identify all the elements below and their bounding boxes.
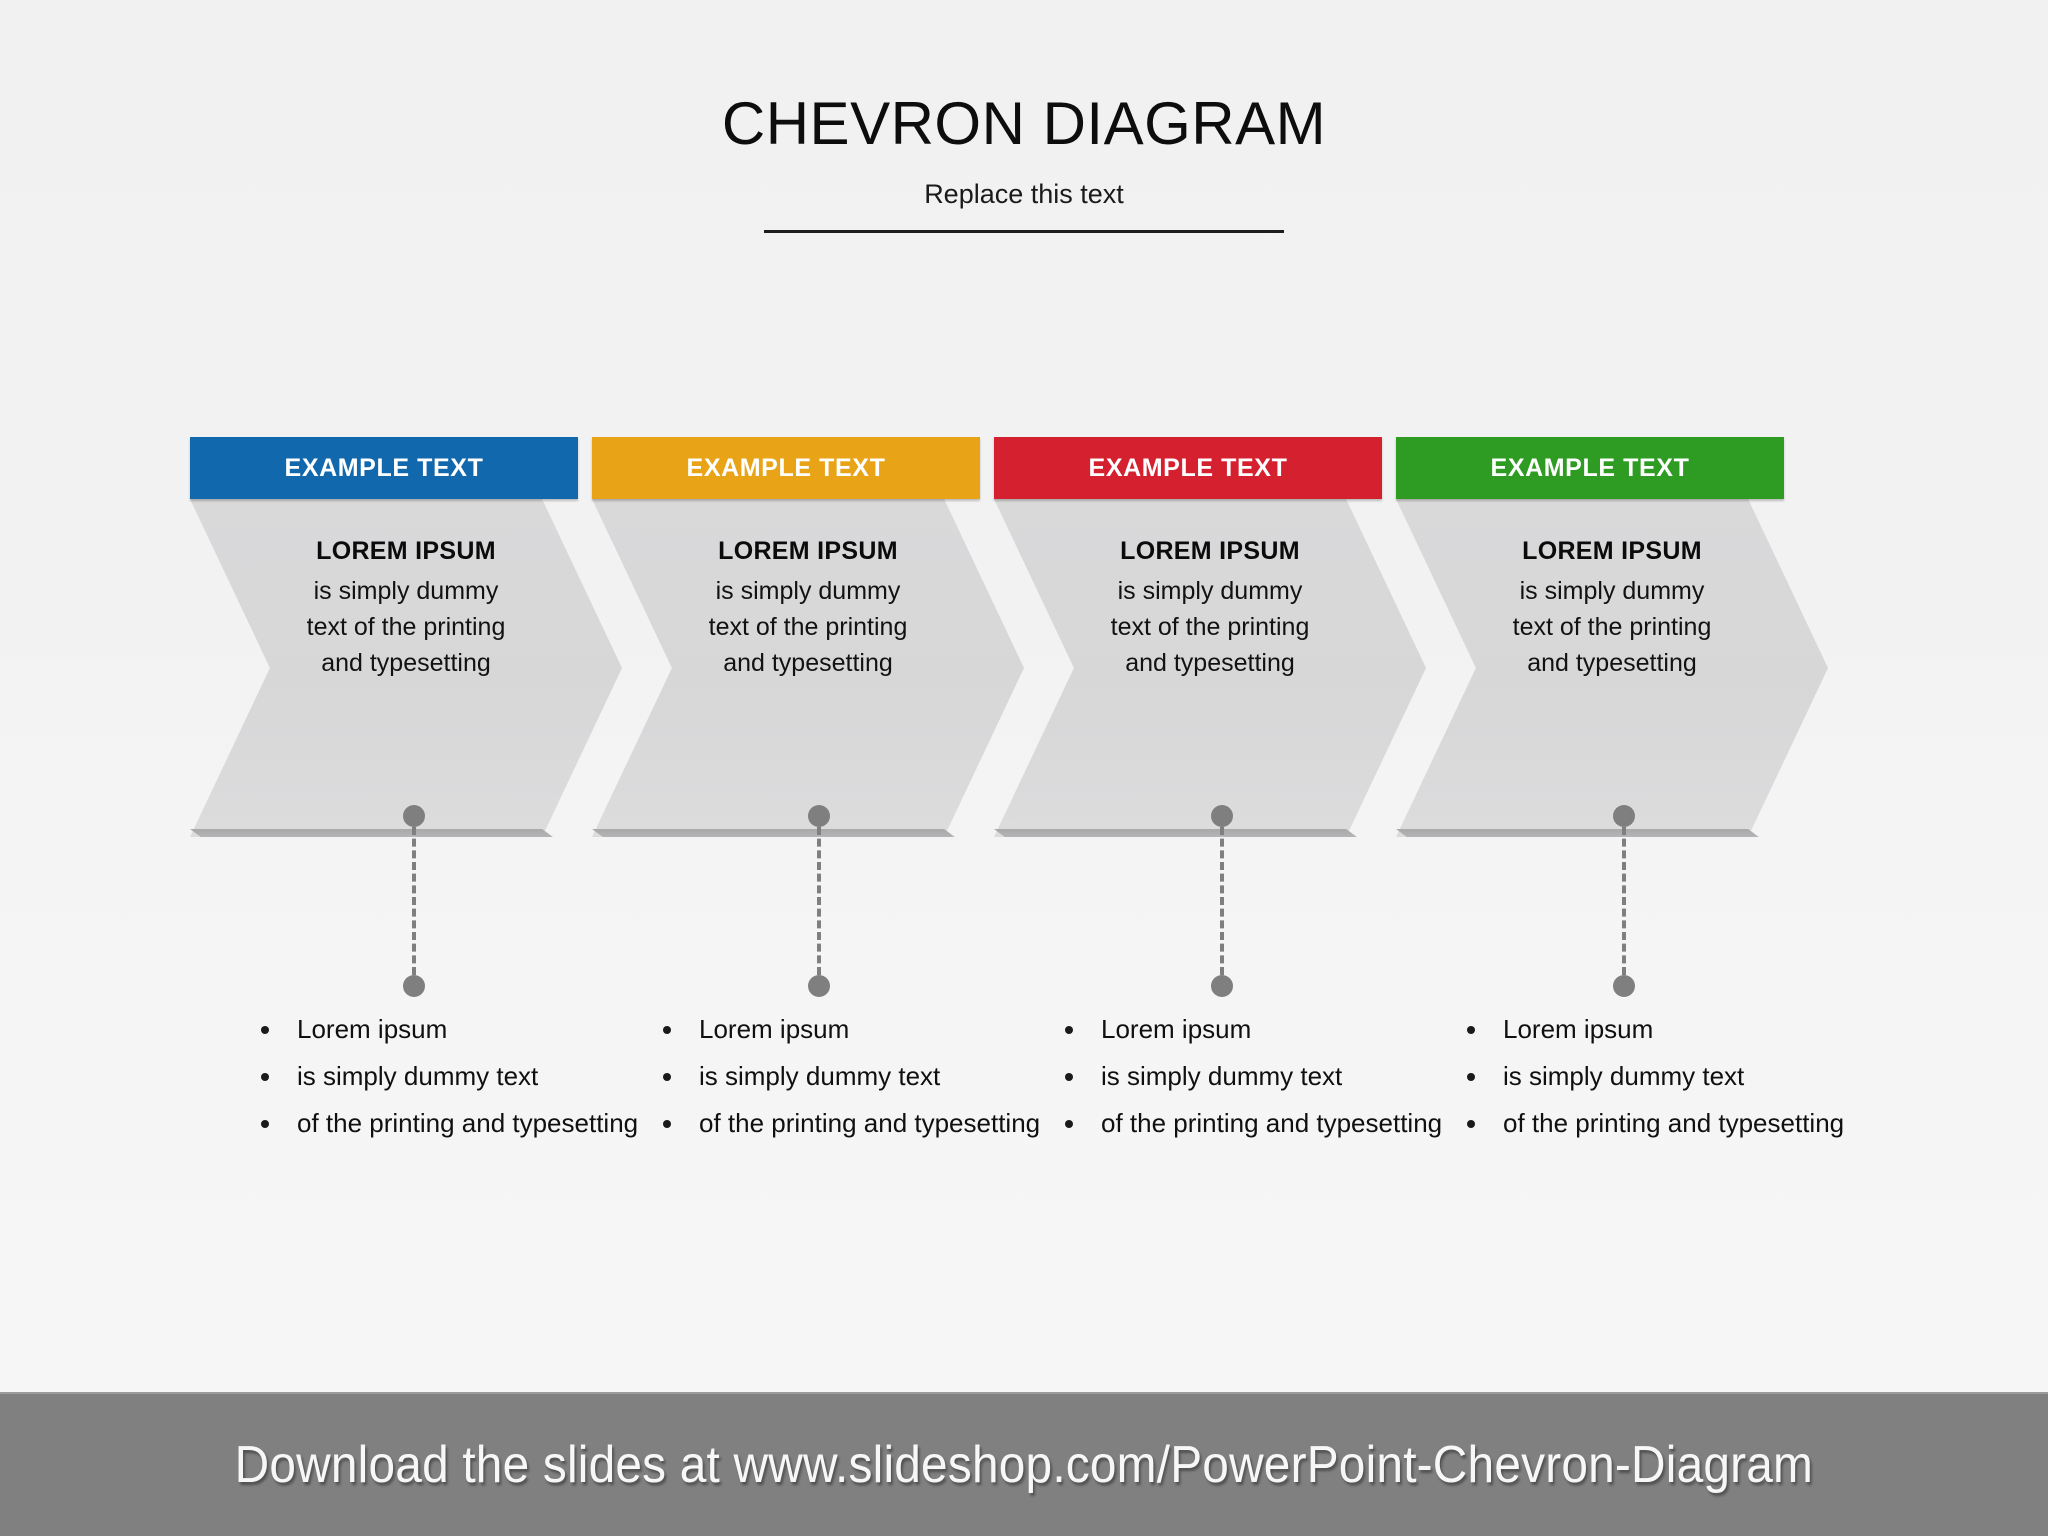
connector-3 bbox=[1211, 805, 1233, 997]
connector-dash-3 bbox=[1220, 827, 1224, 975]
connector-dot-top-2 bbox=[808, 805, 830, 827]
list-item: is simply dummy text bbox=[1049, 1059, 1449, 1095]
chevron-body-2 bbox=[592, 499, 1024, 837]
footer-download-link[interactable]: Download the slides at www.slideshop.com… bbox=[234, 1436, 1814, 1494]
list-item: Lorem ipsum bbox=[245, 1012, 645, 1048]
chevron-lip-2 bbox=[592, 829, 955, 837]
connector-dot-bottom-2 bbox=[808, 975, 830, 997]
list-item: of the printing and typesetting bbox=[245, 1106, 645, 1142]
chevron-cap-label-2: EXAMPLE TEXT bbox=[686, 453, 886, 482]
connector-1 bbox=[403, 805, 425, 997]
chevron-diagram: EXAMPLE TEXT LOREM IPSUM is simply dummy… bbox=[190, 437, 1870, 837]
connector-dot-top-1 bbox=[403, 805, 425, 827]
list-item: is simply dummy text bbox=[245, 1059, 645, 1095]
connector-dash-4 bbox=[1622, 827, 1626, 975]
title-divider bbox=[764, 230, 1284, 233]
chevron-lip-1 bbox=[190, 829, 553, 837]
connector-dot-top-3 bbox=[1211, 805, 1233, 827]
chevron-body-4 bbox=[1396, 499, 1828, 837]
list-item: Lorem ipsum bbox=[647, 1012, 1047, 1048]
bullet-block-1: Lorem ipsum is simply dummy text of the … bbox=[245, 1012, 645, 1153]
chevron-body-3 bbox=[994, 499, 1426, 837]
bullet-block-4: Lorem ipsum is simply dummy text of the … bbox=[1451, 1012, 1851, 1153]
chevron-cap-2[interactable]: EXAMPLE TEXT bbox=[592, 437, 980, 499]
chevron-cap-label-3: EXAMPLE TEXT bbox=[1088, 453, 1288, 482]
page-title: CHEVRON DIAGRAM bbox=[721, 90, 1327, 157]
connector-dot-bottom-4 bbox=[1613, 975, 1635, 997]
chevron-cap-label-1: EXAMPLE TEXT bbox=[284, 453, 484, 482]
connector-dash-1 bbox=[412, 827, 416, 975]
connector-dash-2 bbox=[817, 827, 821, 975]
footer-banner: Download the slides at www.slideshop.com… bbox=[0, 1392, 2048, 1536]
bullet-block-3: Lorem ipsum is simply dummy text of the … bbox=[1049, 1012, 1449, 1153]
chevron-cap-3[interactable]: EXAMPLE TEXT bbox=[994, 437, 1382, 499]
list-item: Lorem ipsum bbox=[1049, 1012, 1449, 1048]
connector-2 bbox=[808, 805, 830, 997]
chevron-cap-label-4: EXAMPLE TEXT bbox=[1490, 453, 1690, 482]
chevron-cap-4[interactable]: EXAMPLE TEXT bbox=[1396, 437, 1784, 499]
chevron-step-4[interactable]: EXAMPLE TEXT LOREM IPSUM is simply dummy… bbox=[1396, 437, 1828, 837]
list-item: Lorem ipsum bbox=[1451, 1012, 1851, 1048]
connector-dot-bottom-3 bbox=[1211, 975, 1233, 997]
bullet-block-2: Lorem ipsum is simply dummy text of the … bbox=[647, 1012, 1047, 1153]
page-subtitle: Replace this text bbox=[924, 179, 1124, 209]
chevron-step-3[interactable]: EXAMPLE TEXT LOREM IPSUM is simply dummy… bbox=[994, 437, 1426, 837]
chevron-lip-4 bbox=[1396, 829, 1759, 837]
chevron-step-2[interactable]: EXAMPLE TEXT LOREM IPSUM is simply dummy… bbox=[592, 437, 1024, 837]
chevron-lip-3 bbox=[994, 829, 1357, 837]
chevron-cap-1[interactable]: EXAMPLE TEXT bbox=[190, 437, 578, 499]
chevron-body-1 bbox=[190, 499, 622, 837]
slide-header: CHEVRON DIAGRAM Replace this text bbox=[0, 0, 2048, 233]
connector-dot-top-4 bbox=[1613, 805, 1635, 827]
bullet-lists: Lorem ipsum is simply dummy text of the … bbox=[190, 1012, 1890, 1212]
connector-4 bbox=[1613, 805, 1635, 997]
list-item: of the printing and typesetting bbox=[1451, 1106, 1851, 1142]
list-item: is simply dummy text bbox=[1451, 1059, 1851, 1095]
list-item: is simply dummy text bbox=[647, 1059, 1047, 1095]
chevron-step-1[interactable]: EXAMPLE TEXT LOREM IPSUM is simply dummy… bbox=[190, 437, 622, 837]
list-item: of the printing and typesetting bbox=[1049, 1106, 1449, 1142]
connector-dot-bottom-1 bbox=[403, 975, 425, 997]
list-item: of the printing and typesetting bbox=[647, 1106, 1047, 1142]
